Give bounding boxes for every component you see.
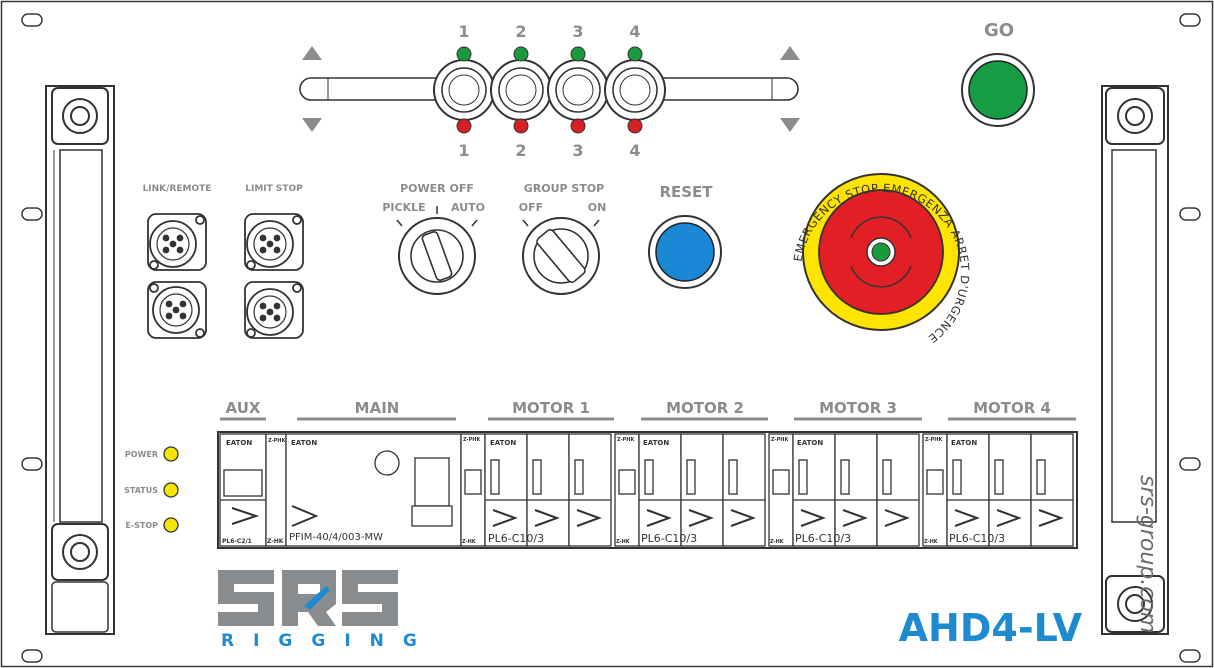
section-label-motor-1: MOTOR 1 (512, 399, 590, 417)
indicator-label: POWER (125, 450, 158, 459)
link-remote-label: LINK/REMOTE (143, 184, 212, 194)
group-stop-switch[interactable] (522, 217, 600, 295)
channel-number-top: 1 (458, 22, 469, 41)
indicator-label: E-STOP (125, 521, 158, 530)
led-green-2 (513, 46, 529, 62)
go-button[interactable] (961, 53, 1035, 127)
main-rcd[interactable] (285, 433, 462, 547)
channel-number-bottom: 4 (629, 141, 640, 160)
led-green-3 (570, 46, 586, 62)
motor-3-model: PL6-C10/3 (795, 532, 851, 545)
led-green-1 (456, 46, 472, 62)
up-arrow-icon-left[interactable] (302, 46, 322, 60)
limit-stop-label: LIMIT STOP (245, 184, 303, 194)
limit-stop-connector-top[interactable] (244, 213, 304, 271)
section-label-motor-2: MOTOR 2 (666, 399, 744, 417)
mount-slot (21, 207, 43, 221)
motor-breaker-2[interactable] (614, 433, 766, 547)
down-arrow-icon-left[interactable] (302, 118, 322, 132)
motor-2-block: Z-HK (616, 539, 631, 545)
motor-3-maker: EATON (797, 439, 823, 447)
model-name: AHD4-LV (899, 606, 1083, 650)
section-label-motor-4: MOTOR 4 (973, 399, 1051, 417)
motor-1-model: PL6-C10/3 (488, 532, 544, 545)
led-green-4 (627, 46, 643, 62)
power-led (163, 446, 179, 462)
reset-label: RESET (659, 183, 713, 201)
mount-slot (1179, 13, 1201, 27)
motor-2-model: PL6-C10/3 (641, 532, 697, 545)
motor-4-block: Z-HK (924, 539, 939, 545)
motor-3-block: Z-HK (770, 539, 785, 545)
logo-word: RIGGING (221, 631, 436, 651)
aux-maker: EATON (226, 439, 252, 447)
aux-breaker[interactable] (219, 433, 267, 547)
section-label-main: MAIN (355, 399, 400, 417)
main-model: PFIM-40/4/003-MW (289, 532, 383, 543)
group-stop-right: ON (588, 201, 607, 214)
motor-4-model: PL6-C10/3 (949, 532, 1005, 545)
brand-url: srs-group.com (1135, 475, 1160, 633)
mount-slot (1179, 207, 1201, 221)
motor-4-tag: Z-PHK (925, 437, 943, 443)
motor-1-block: Z-HK (462, 539, 477, 545)
limit-stop-connector-bottom[interactable] (244, 281, 304, 339)
motor-2-tag: Z-PHK (617, 437, 635, 443)
right-handle (1101, 85, 1169, 635)
go-label: GO (984, 20, 1014, 41)
led-red-3 (570, 118, 586, 134)
link-remote-connector-bottom[interactable] (147, 281, 207, 339)
mount-slot (1179, 457, 1201, 471)
aux-model: PL6-C2/1 (222, 538, 252, 545)
link-remote-connector-top[interactable] (147, 213, 207, 271)
power-off-right: AUTO (451, 201, 485, 214)
channel-number-bottom: 3 (572, 141, 583, 160)
aux-tag: Z-PHK (268, 438, 286, 444)
motor-3-tag: Z-PHK (771, 437, 789, 443)
motor-4-maker: EATON (951, 439, 977, 447)
channel-knob-4[interactable] (604, 59, 666, 121)
motor-breaker-4[interactable] (922, 433, 1074, 547)
estop-led (163, 517, 179, 533)
reset-button[interactable] (648, 215, 722, 289)
channel-knob-2[interactable] (490, 59, 552, 121)
channel-knob-3[interactable] (547, 59, 609, 121)
power-off-title: POWER OFF (400, 182, 474, 195)
srs-logo: RIGGING (218, 570, 436, 651)
motor-breaker-1[interactable] (460, 433, 612, 547)
channel-number-top: 2 (515, 22, 526, 41)
motor-2-maker: EATON (643, 439, 669, 447)
led-red-1 (456, 118, 472, 134)
emergency-stop-button[interactable] (802, 173, 960, 331)
indicator-label: STATUS (124, 486, 158, 495)
channel-number-top: 3 (572, 22, 583, 41)
section-label-motor-3: MOTOR 3 (819, 399, 897, 417)
group-stop-left: OFF (519, 201, 543, 214)
channel-knob-1[interactable] (433, 59, 495, 121)
status-led (163, 482, 179, 498)
channel-number-bottom: 2 (515, 141, 526, 160)
section-label-aux: AUX (226, 399, 261, 417)
main-maker: EATON (291, 439, 317, 447)
motor-1-maker: EATON (490, 439, 516, 447)
down-arrow-icon-right[interactable] (780, 118, 800, 132)
mount-slot (21, 13, 43, 27)
led-red-4 (627, 118, 643, 134)
aux-block: Z-HK (267, 538, 284, 545)
channel-number-top: 4 (629, 22, 640, 41)
power-off-key-switch[interactable] (396, 206, 478, 295)
mount-slot (21, 649, 43, 663)
motor-1-tag: Z-PHK (463, 437, 481, 443)
left-handle (45, 85, 115, 635)
up-arrow-icon-right[interactable] (780, 46, 800, 60)
power-off-left: PICKLE (382, 201, 425, 214)
motor-breaker-3[interactable] (768, 433, 920, 547)
led-red-2 (513, 118, 529, 134)
channel-number-bottom: 1 (458, 141, 469, 160)
mount-slot (21, 457, 43, 471)
mount-slot (1179, 649, 1201, 663)
group-stop-title: GROUP STOP (524, 182, 605, 195)
